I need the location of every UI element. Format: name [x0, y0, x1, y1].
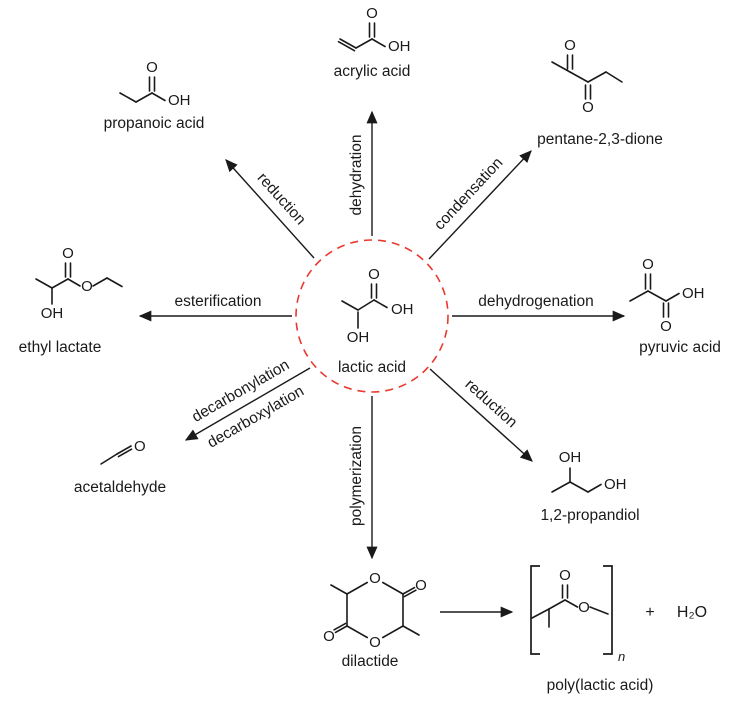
product-pyruvic-acid: O O OH pyruvic acid — [629, 256, 721, 356]
compound-name-ethyl-lactate: ethyl lactate — [19, 339, 102, 356]
atom-label-oh: OH — [391, 301, 414, 318]
atom-label-oh: OH — [604, 476, 627, 493]
product-propanoic-acid: O OH propanoic acid — [104, 59, 205, 132]
atom-label-oh: OH — [41, 305, 64, 322]
atom-label-o: O — [366, 5, 378, 22]
product-acrylic-acid: O OH acrylic acid — [334, 5, 411, 80]
reaction-label-dehydration: dehydration — [348, 134, 365, 215]
pyruvic-acid-structure — [629, 273, 680, 318]
compound-name-pentane-dione: pentane-2,3-dione — [537, 131, 663, 148]
arrow-reduction-upper-left — [225, 159, 315, 259]
atom-label-o: O — [62, 245, 74, 262]
atom-label-o: O — [323, 628, 335, 645]
atom-label-o: O — [369, 634, 381, 651]
reaction-arrows — [138, 110, 626, 618]
right-bracket — [603, 565, 613, 655]
compound-name-acrylic-acid: acrylic acid — [334, 63, 411, 80]
compound-name-acetaldehyde: acetaldehyde — [74, 479, 166, 496]
product-acetaldehyde: O acetaldehyde — [74, 438, 166, 496]
acrylic-acid-structure — [337, 22, 386, 52]
product-dilactide: O O O O dilactide — [323, 570, 427, 670]
plus-sign: + — [645, 604, 654, 621]
product-propandiol: OH OH 1,2-propandiol — [540, 449, 639, 524]
atom-label-oh: OH — [347, 329, 370, 346]
arrow-decarbonylation-decarboxylation — [184, 367, 311, 441]
atom-label-o: O — [559, 567, 571, 584]
atom-label-o: O — [564, 37, 576, 54]
product-ethyl-lactate: O O OH ethyl lactate — [19, 245, 123, 356]
reaction-label-condensation: condensation — [431, 154, 506, 233]
atom-label-oh: OH — [388, 38, 411, 55]
compound-name-propanoic-acid: propanoic acid — [104, 115, 205, 132]
atom-label-o: O — [642, 256, 654, 273]
atom-label-o: O — [368, 266, 380, 283]
compound-name-pla: poly(lactic acid) — [547, 677, 654, 694]
atom-label-o: O — [582, 99, 594, 116]
reaction-label-reduction-lower-right: reduction — [462, 376, 521, 431]
highlight-circle — [295, 239, 449, 393]
atom-label-o: O — [415, 577, 427, 594]
product-pentane-dione: O O pentane-2,3-dione — [537, 37, 663, 148]
reaction-labels: dehydration reduction condensation ester… — [174, 134, 593, 525]
arrow-reduction-lower-right — [429, 368, 533, 462]
reaction-label-dehydrogenation: dehydrogenation — [478, 293, 594, 310]
product-pla: O O n + H₂O poly(lactic acid) — [530, 565, 707, 694]
arrow-condensation — [428, 150, 532, 260]
atom-label-o: O — [134, 438, 146, 455]
atom-label-oh: OH — [559, 449, 582, 466]
atom-label-o: O — [578, 599, 590, 616]
atom-label-oh: OH — [168, 92, 191, 109]
atom-label-oh: OH — [682, 285, 705, 302]
dilactide-structure — [330, 581, 420, 639]
pentane-dione-structure — [551, 54, 623, 100]
water-formula: H₂O — [677, 604, 707, 621]
reaction-label-polymerization: polymerization — [348, 426, 365, 526]
compound-name-propandiol: 1,2-propandiol — [540, 507, 639, 524]
atom-label-o: O — [660, 318, 672, 335]
pla-repeat-unit-structure — [531, 584, 609, 628]
repeat-subscript-n: n — [618, 649, 625, 664]
lactic-acid-structure — [341, 283, 388, 329]
propandiol-structure — [551, 467, 602, 493]
compound-name-dilactide: dilactide — [342, 653, 399, 670]
compound-name-lactic-acid: lactic acid — [338, 359, 406, 376]
atom-label-o: O — [146, 59, 158, 76]
ethyl-lactate-structure — [35, 262, 123, 305]
atom-label-o: O — [81, 278, 93, 295]
hub-lactic-acid: O OH OH lactic acid — [295, 239, 449, 393]
acetaldehyde-structure — [100, 445, 133, 465]
reaction-label-reduction-upper-left: reduction — [254, 170, 309, 229]
reaction-label-esterification: esterification — [174, 293, 261, 310]
compound-name-pyruvic-acid: pyruvic acid — [639, 339, 721, 356]
left-bracket — [530, 565, 540, 655]
atom-label-o: O — [369, 570, 381, 587]
propanoic-acid-structure — [119, 76, 166, 103]
